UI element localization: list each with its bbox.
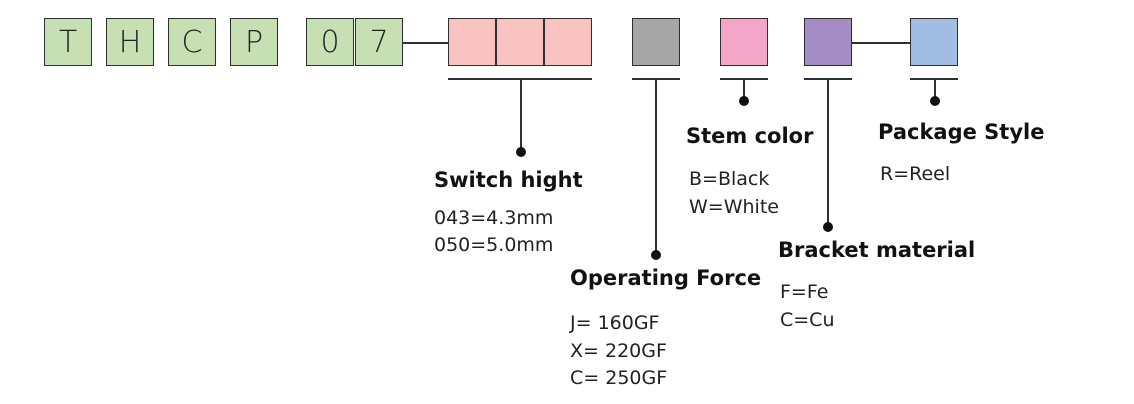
operating-force-option-1: J= 160GF — [570, 312, 660, 334]
package-style-dot — [930, 96, 940, 106]
code-letter-box-1: T — [44, 18, 92, 66]
stem-color-option-2: W=White — [689, 196, 779, 218]
switch-hight-option-1: 043=4.3mm — [434, 207, 554, 229]
package-style-cell — [910, 18, 958, 66]
bracket-package-connector — [852, 42, 910, 44]
bracket-material-dot — [823, 222, 833, 232]
package-style-option-1: R=Reel — [880, 163, 951, 185]
operating-force-label: Operating Force — [570, 266, 762, 290]
stem-color-dot — [739, 96, 749, 106]
switch-hight-cell-2 — [496, 18, 544, 66]
operating-force-option-3: C= 250GF — [570, 367, 668, 389]
code-letter-box-6: 7 — [355, 18, 403, 66]
stem-color-leader — [743, 78, 745, 100]
switch-hight-label: Switch hight — [434, 168, 583, 192]
code-letter-box-3: C — [168, 18, 216, 66]
stem-color-cell — [720, 18, 768, 66]
operating-force-dot — [651, 250, 661, 260]
bracket-material-option-2: C=Cu — [780, 309, 835, 331]
switch-hight-option-2: 050=5.0mm — [434, 234, 554, 256]
switch-hight-leader — [520, 78, 522, 152]
operating-force-cell — [632, 18, 680, 66]
bracket-material-cell — [804, 18, 852, 66]
bracket-material-leader — [827, 78, 829, 226]
operating-force-leader — [655, 78, 657, 254]
code-connector-line — [403, 42, 449, 44]
code-letter-box-5: 0 — [306, 18, 354, 66]
bracket-material-label: Bracket material — [778, 238, 976, 262]
stem-color-label: Stem color — [686, 124, 814, 148]
code-letter-box-2: H — [106, 18, 154, 66]
operating-force-option-2: X= 220GF — [570, 340, 667, 362]
switch-hight-cell-3 — [544, 18, 592, 66]
stem-color-option-1: B=Black — [689, 168, 770, 190]
package-style-label: Package Style — [878, 120, 1045, 144]
code-letter-box-4: P — [230, 18, 278, 66]
switch-hight-cell-1 — [448, 18, 496, 66]
bracket-material-option-1: F=Fe — [780, 281, 829, 303]
package-style-leader — [934, 78, 936, 100]
switch-hight-dot — [516, 147, 526, 157]
